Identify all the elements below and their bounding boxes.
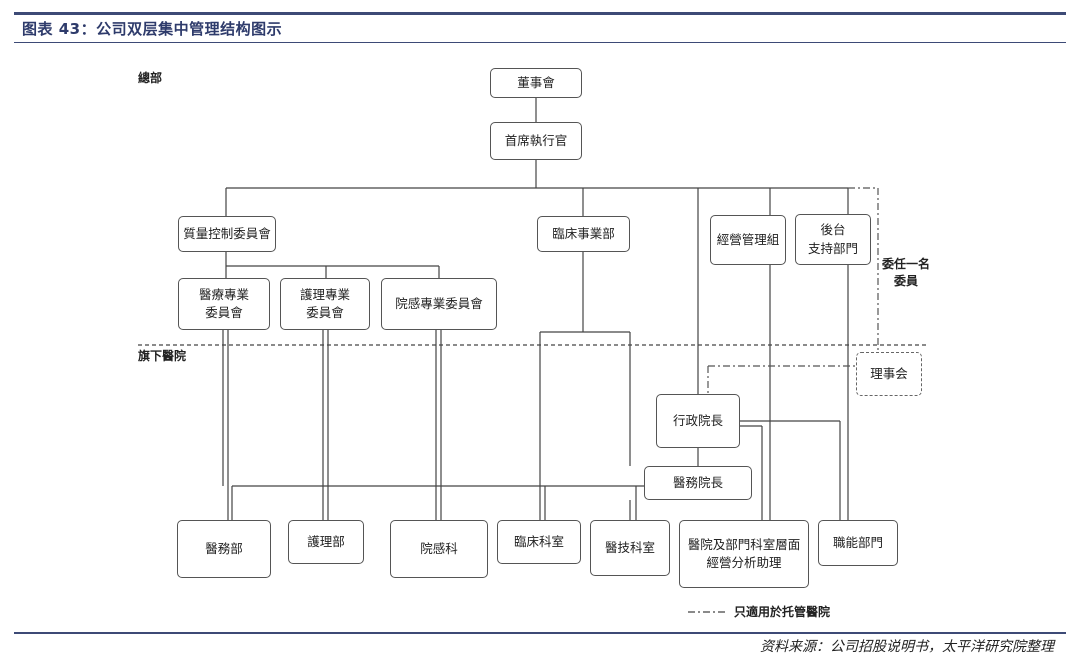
header-rule-top xyxy=(14,12,1066,15)
node-hospital-assistant: 醫院及部門科室層面 經營分析助理 xyxy=(679,520,809,588)
node-medical-affairs: 醫務部 xyxy=(177,520,271,578)
node-functional-dept: 職能部門 xyxy=(818,520,898,566)
section-label-headquarters: 總部 xyxy=(138,71,163,85)
node-medtech-rooms: 醫技科室 xyxy=(590,520,670,576)
node-nursing-committee: 護理專業 委員會 xyxy=(280,278,370,330)
node-nursing-dept: 護理部 xyxy=(288,520,364,564)
source-note: 资料来源：公司招股说明书，太平洋研究院整理 xyxy=(760,639,1054,655)
node-quality-committee: 質量控制委員會 xyxy=(178,216,276,252)
node-management-team: 經營管理組 xyxy=(710,215,786,265)
node-clinical-rooms: 臨床科室 xyxy=(497,520,581,564)
appoint-member-annotation: 委任一名 委員 xyxy=(882,257,931,288)
node-infection-dept: 院感科 xyxy=(390,520,488,578)
footer-rule xyxy=(14,632,1066,634)
figure-title: 图表 43：公司双层集中管理结构图示 xyxy=(22,20,283,38)
node-medical-president: 醫務院長 xyxy=(644,466,752,500)
node-board: 董事會 xyxy=(490,68,582,98)
dash-dot-line-icon xyxy=(688,610,728,613)
node-backoffice: 後台 支持部門 xyxy=(795,214,871,265)
node-medical-committee: 醫療專業 委員會 xyxy=(178,278,270,330)
legend-label: 只適用於托管醫院 xyxy=(734,605,831,619)
node-infection-committee: 院感專業委員會 xyxy=(381,278,497,330)
node-admin-president: 行政院長 xyxy=(656,394,740,448)
header-rule-bottom xyxy=(14,42,1066,43)
section-label-hospitals: 旗下醫院 xyxy=(138,349,187,363)
node-hospital-board: 理事会 xyxy=(856,352,922,396)
legend: 只適用於托管醫院 xyxy=(688,603,830,620)
node-clinical-dept: 臨床事業部 xyxy=(537,216,630,252)
node-ceo: 首席執行官 xyxy=(490,122,582,160)
